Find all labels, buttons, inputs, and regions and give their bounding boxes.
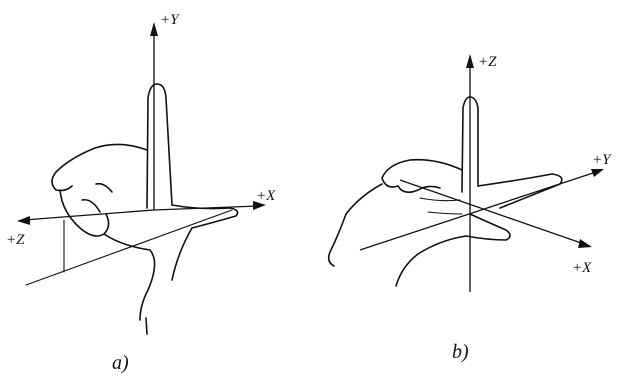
panel-a-z-arrowhead — [17, 216, 30, 225]
panel-a-z-axis — [23, 209, 155, 221]
panel-a-thumb — [171, 204, 239, 229]
panel-b-index-finger — [461, 96, 479, 193]
panel-b-y-label: +Y — [592, 152, 612, 168]
panel-a-y-arrowhead — [150, 22, 158, 36]
panel-b-palm-lines — [419, 197, 463, 215]
panel-a-wrist — [171, 227, 193, 281]
panel-a-wrist-mark — [145, 317, 148, 335]
panel-b-extended-fingers — [477, 173, 563, 209]
panel-b-right-hand: +Z +Y +X b) — [327, 54, 612, 363]
panel-b-caption: b) — [452, 341, 469, 363]
panel-a-z-label: +Z — [6, 232, 25, 248]
panel-b-x-label: +X — [572, 260, 592, 276]
panel-b-x-axis — [399, 179, 585, 245]
panel-b-x-arrowhead — [578, 239, 592, 248]
panel-b-z-label: +Z — [478, 54, 497, 70]
panel-a-index-finger — [146, 83, 173, 209]
panel-a-left-hand: +Y +X +Z a) — [6, 12, 276, 374]
panel-a-y-label: +Y — [160, 12, 180, 28]
panel-b-z-arrowhead — [466, 54, 474, 68]
panel-a-x-arrowhead — [253, 201, 266, 210]
panel-a-curled-fingers — [51, 143, 148, 237]
panel-a-caption: a) — [112, 352, 129, 374]
panel-b-y-arrowhead — [591, 169, 604, 177]
panel-b-thumb — [465, 213, 511, 241]
panel-a-palm — [103, 233, 156, 321]
panel-b-wrist — [395, 235, 467, 287]
panel-b-knuckles — [381, 158, 463, 194]
panel-a-ground-line — [25, 209, 233, 286]
panel-b-palm — [327, 183, 383, 267]
panel-a-x-label: +X — [256, 188, 276, 204]
